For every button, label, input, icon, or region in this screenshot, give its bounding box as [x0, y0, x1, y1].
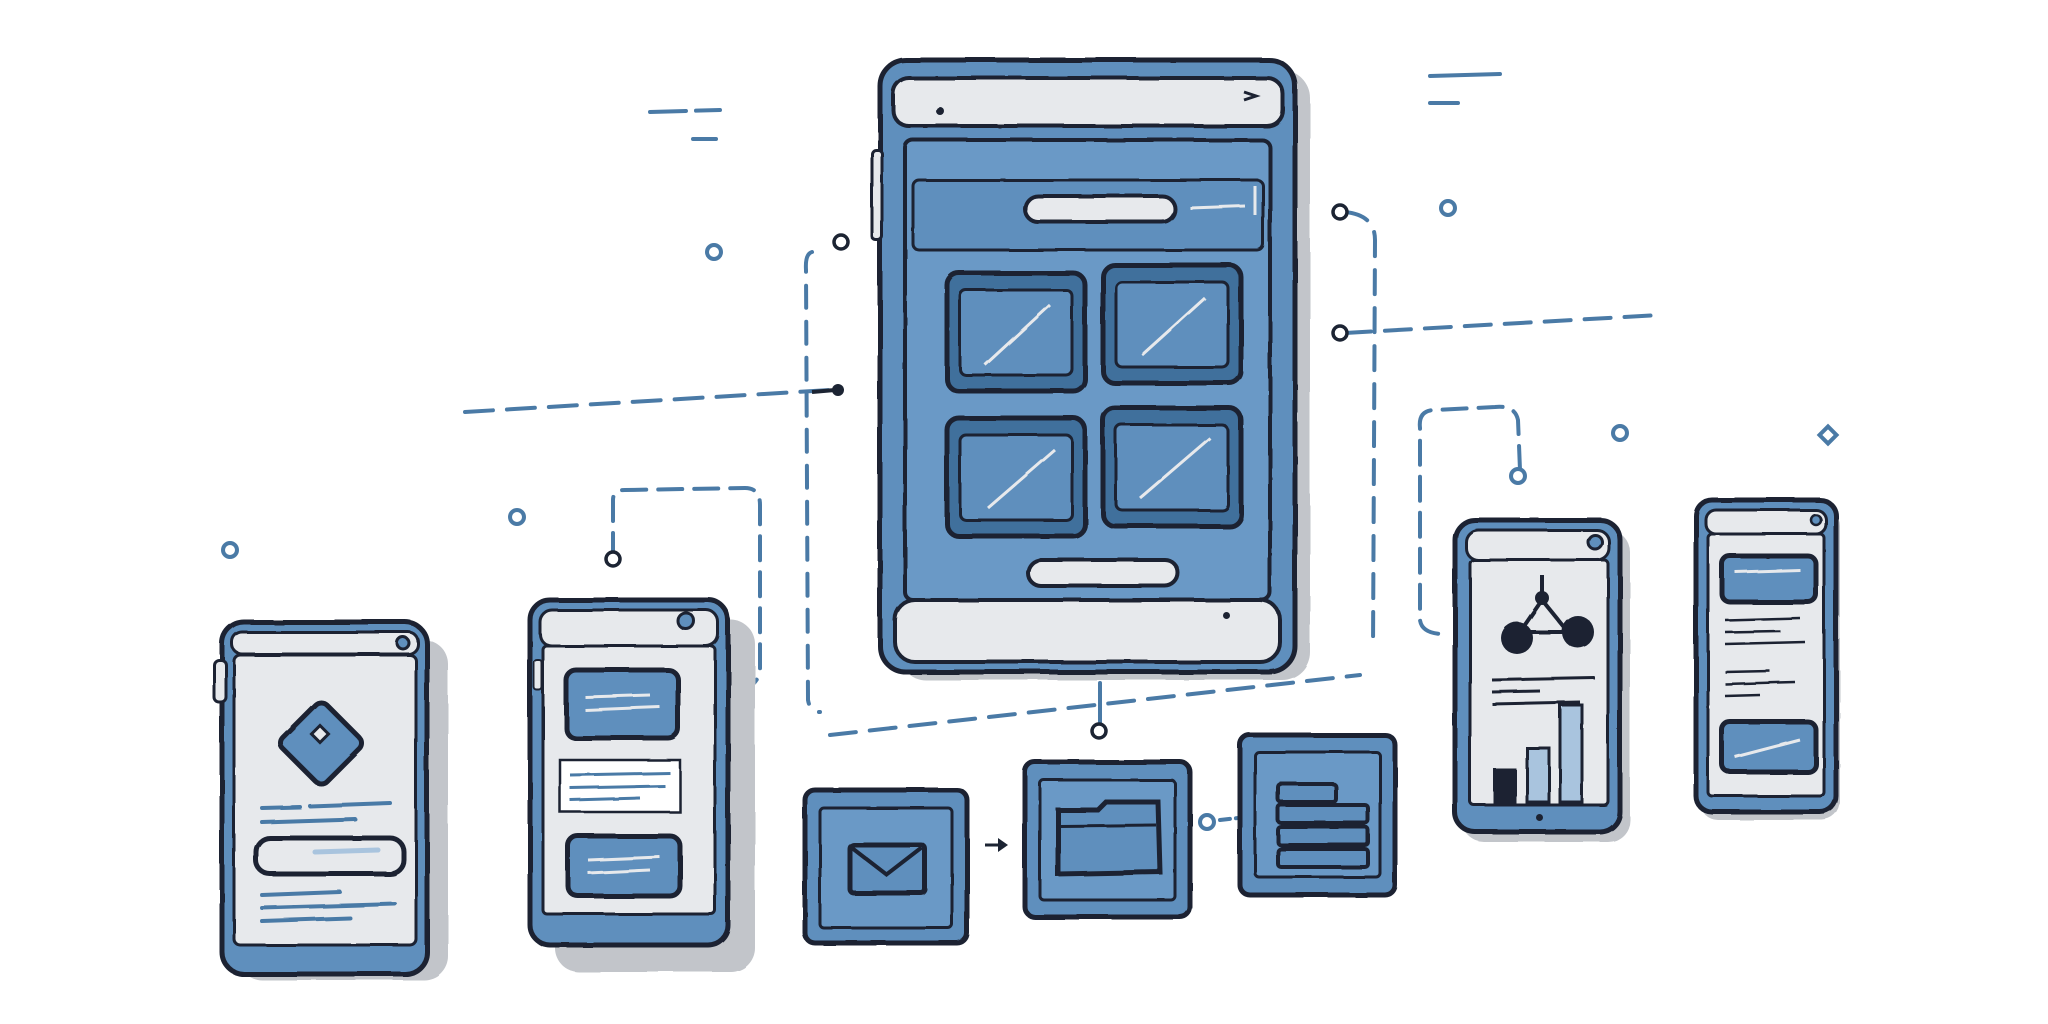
envelope-icon [847, 842, 928, 896]
card-stack-icon [1719, 719, 1819, 775]
dash-left-top-1 [648, 108, 722, 114]
phone-a-text-lines [260, 801, 392, 824]
phone-b-side-button [533, 659, 543, 691]
phone-a-camera [395, 635, 411, 651]
phone-a-device [212, 619, 448, 980]
connector-phone-c [1417, 404, 1522, 637]
connector-dots-dark [604, 203, 1349, 740]
node-mail[interactable] [802, 787, 970, 946]
arrowhead [998, 838, 1008, 852]
connector-right-horizontal [1343, 313, 1662, 335]
phone-d-device [1693, 497, 1840, 820]
card-stack-icon [563, 667, 681, 741]
envelope-flap [850, 846, 924, 878]
knob [832, 384, 844, 396]
phone-b-device [527, 597, 755, 972]
tablet-side-button [870, 148, 884, 242]
dot [221, 541, 239, 559]
dot [604, 550, 622, 568]
card-stack-icon [1719, 553, 1819, 605]
image-tile-icon[interactable] [944, 415, 1088, 539]
dot [1509, 467, 1527, 485]
folder-line [1059, 823, 1157, 828]
header-divider [1189, 204, 1246, 210]
phone-c-device [1452, 517, 1630, 842]
camera-dot [936, 107, 944, 115]
phone-d-camera [1809, 513, 1823, 527]
image-tile-icon[interactable] [1100, 262, 1244, 386]
phone-a-button[interactable] [253, 835, 407, 877]
image-tile-icon[interactable] [944, 270, 1088, 394]
connector-left-horizontal [463, 388, 832, 414]
folder-icon [1055, 799, 1163, 877]
dot [508, 508, 526, 526]
knob-stem [811, 388, 836, 394]
dot [1198, 813, 1216, 831]
search-bar[interactable] [1023, 194, 1177, 224]
image-tile-icon[interactable] [1100, 405, 1244, 529]
connector-bottom-horizontal [828, 673, 1362, 737]
phone-c-camera [1586, 533, 1604, 551]
arrow-right-icon [1243, 90, 1261, 102]
phone-b-camera [676, 611, 696, 631]
phone-c-text-lines [1491, 676, 1596, 706]
dot-diamond [1816, 423, 1840, 447]
card-stack-icon [565, 833, 683, 899]
list-icon [1276, 782, 1370, 869]
tablet-action-button[interactable] [1026, 558, 1180, 588]
diamond-center [309, 723, 331, 745]
dot [1439, 199, 1457, 217]
connector-right-vertical [1343, 210, 1378, 652]
node-folder[interactable] [1022, 759, 1193, 920]
network-graph-icon [1501, 575, 1594, 654]
dot [1331, 324, 1349, 342]
dash-right-top-1 [1428, 72, 1502, 78]
phone-a-footer-lines [260, 890, 397, 923]
tablet-device [870, 57, 1310, 680]
phone-a-screen [232, 653, 418, 947]
sensor-dot [1222, 611, 1230, 619]
dot [705, 243, 723, 261]
node-list[interactable] [1237, 732, 1398, 898]
phone-a-side-button [212, 658, 228, 704]
connector-list-node [1218, 816, 1240, 822]
image-tile-grid [944, 262, 1244, 539]
tablet-bottom-bar [893, 598, 1282, 664]
tablet-top-bar [891, 76, 1285, 128]
phone-d-text-lines [1724, 616, 1806, 698]
dot [1611, 424, 1629, 442]
connector-dots [221, 199, 1840, 831]
bar-chart-icon [1493, 703, 1584, 804]
dot [832, 233, 850, 251]
dot [1090, 722, 1108, 740]
phone-b-text-lines [569, 771, 671, 802]
phone-a-topbar [230, 630, 420, 656]
phone-d-topbar [1704, 508, 1828, 536]
dot [1331, 203, 1349, 221]
phone-a-button-shine [312, 847, 381, 855]
phone-c-home-dot [1536, 814, 1544, 822]
connector-left-vertical [803, 250, 822, 714]
